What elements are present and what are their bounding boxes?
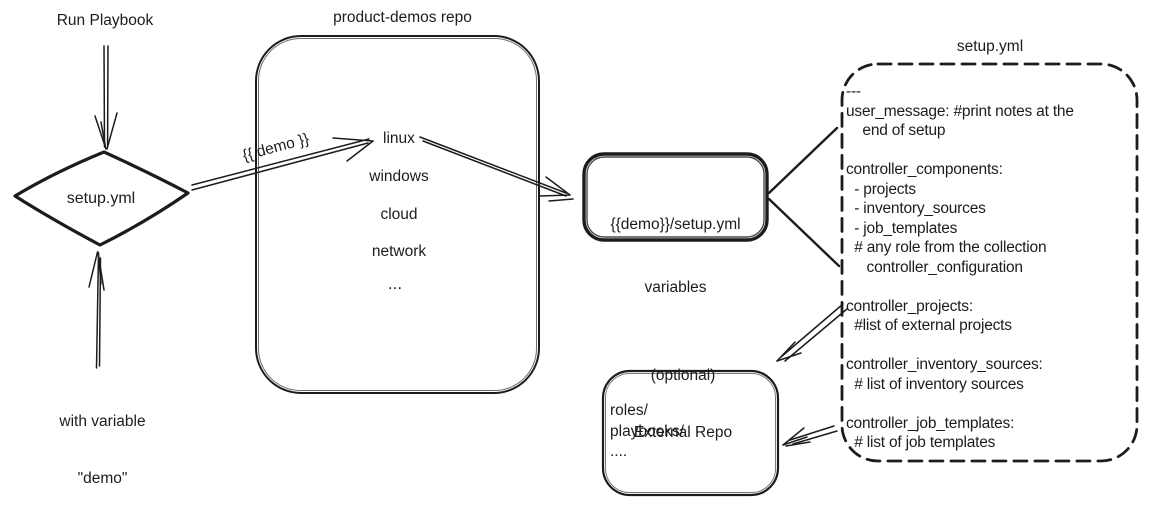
external-repo-label: (optional) External Repo xyxy=(608,328,758,480)
projects-to-external-arrow xyxy=(776,303,848,362)
with-variable-label: with variable "demo" xyxy=(30,374,175,505)
setup-yml-box-title: setup.yml xyxy=(956,38,1024,55)
run-playbook-label: Run Playbook xyxy=(56,12,154,29)
repo-item-ellipsis: ... xyxy=(387,274,403,293)
run-playbook-arrow xyxy=(94,45,118,150)
with-variable-arrow xyxy=(88,251,105,369)
diamond-shape xyxy=(13,150,190,247)
external-repo-content: roles/ playbooks/ .... xyxy=(610,402,685,460)
repo-item-windows: windows xyxy=(369,168,429,185)
variables-box-outline xyxy=(582,152,769,242)
linux-to-variables-arrow xyxy=(419,136,574,202)
with-variable-line2: "demo" xyxy=(77,470,128,487)
variables-box-line1: {{demo}}/setup.yml xyxy=(610,216,741,233)
templates-to-external-arrow xyxy=(782,425,838,447)
repo-box-outline xyxy=(255,35,540,394)
with-variable-line1: with variable xyxy=(59,413,146,430)
diamond-label: setup.yml xyxy=(66,190,136,207)
variables-to-setup-fan xyxy=(767,126,841,268)
repo-item-cloud: cloud xyxy=(380,206,418,223)
variables-box-line2: variables xyxy=(644,279,707,296)
demo-arrow xyxy=(191,137,374,191)
repo-item-linux: linux xyxy=(383,130,415,147)
repo-item-network: network xyxy=(371,243,427,260)
external-repo-label-line2: External Repo xyxy=(633,424,733,441)
repo-box-title: product-demos repo xyxy=(333,9,472,26)
variables-box-label: {{demo}}/setup.yml variables xyxy=(585,172,766,340)
setup-yml-content: --- user_message: #print notes at the en… xyxy=(846,83,1074,451)
setup-yml-box-outline xyxy=(840,62,1139,463)
external-repo-box-outline xyxy=(601,369,780,497)
external-repo-label-line1: (optional) xyxy=(650,367,716,384)
